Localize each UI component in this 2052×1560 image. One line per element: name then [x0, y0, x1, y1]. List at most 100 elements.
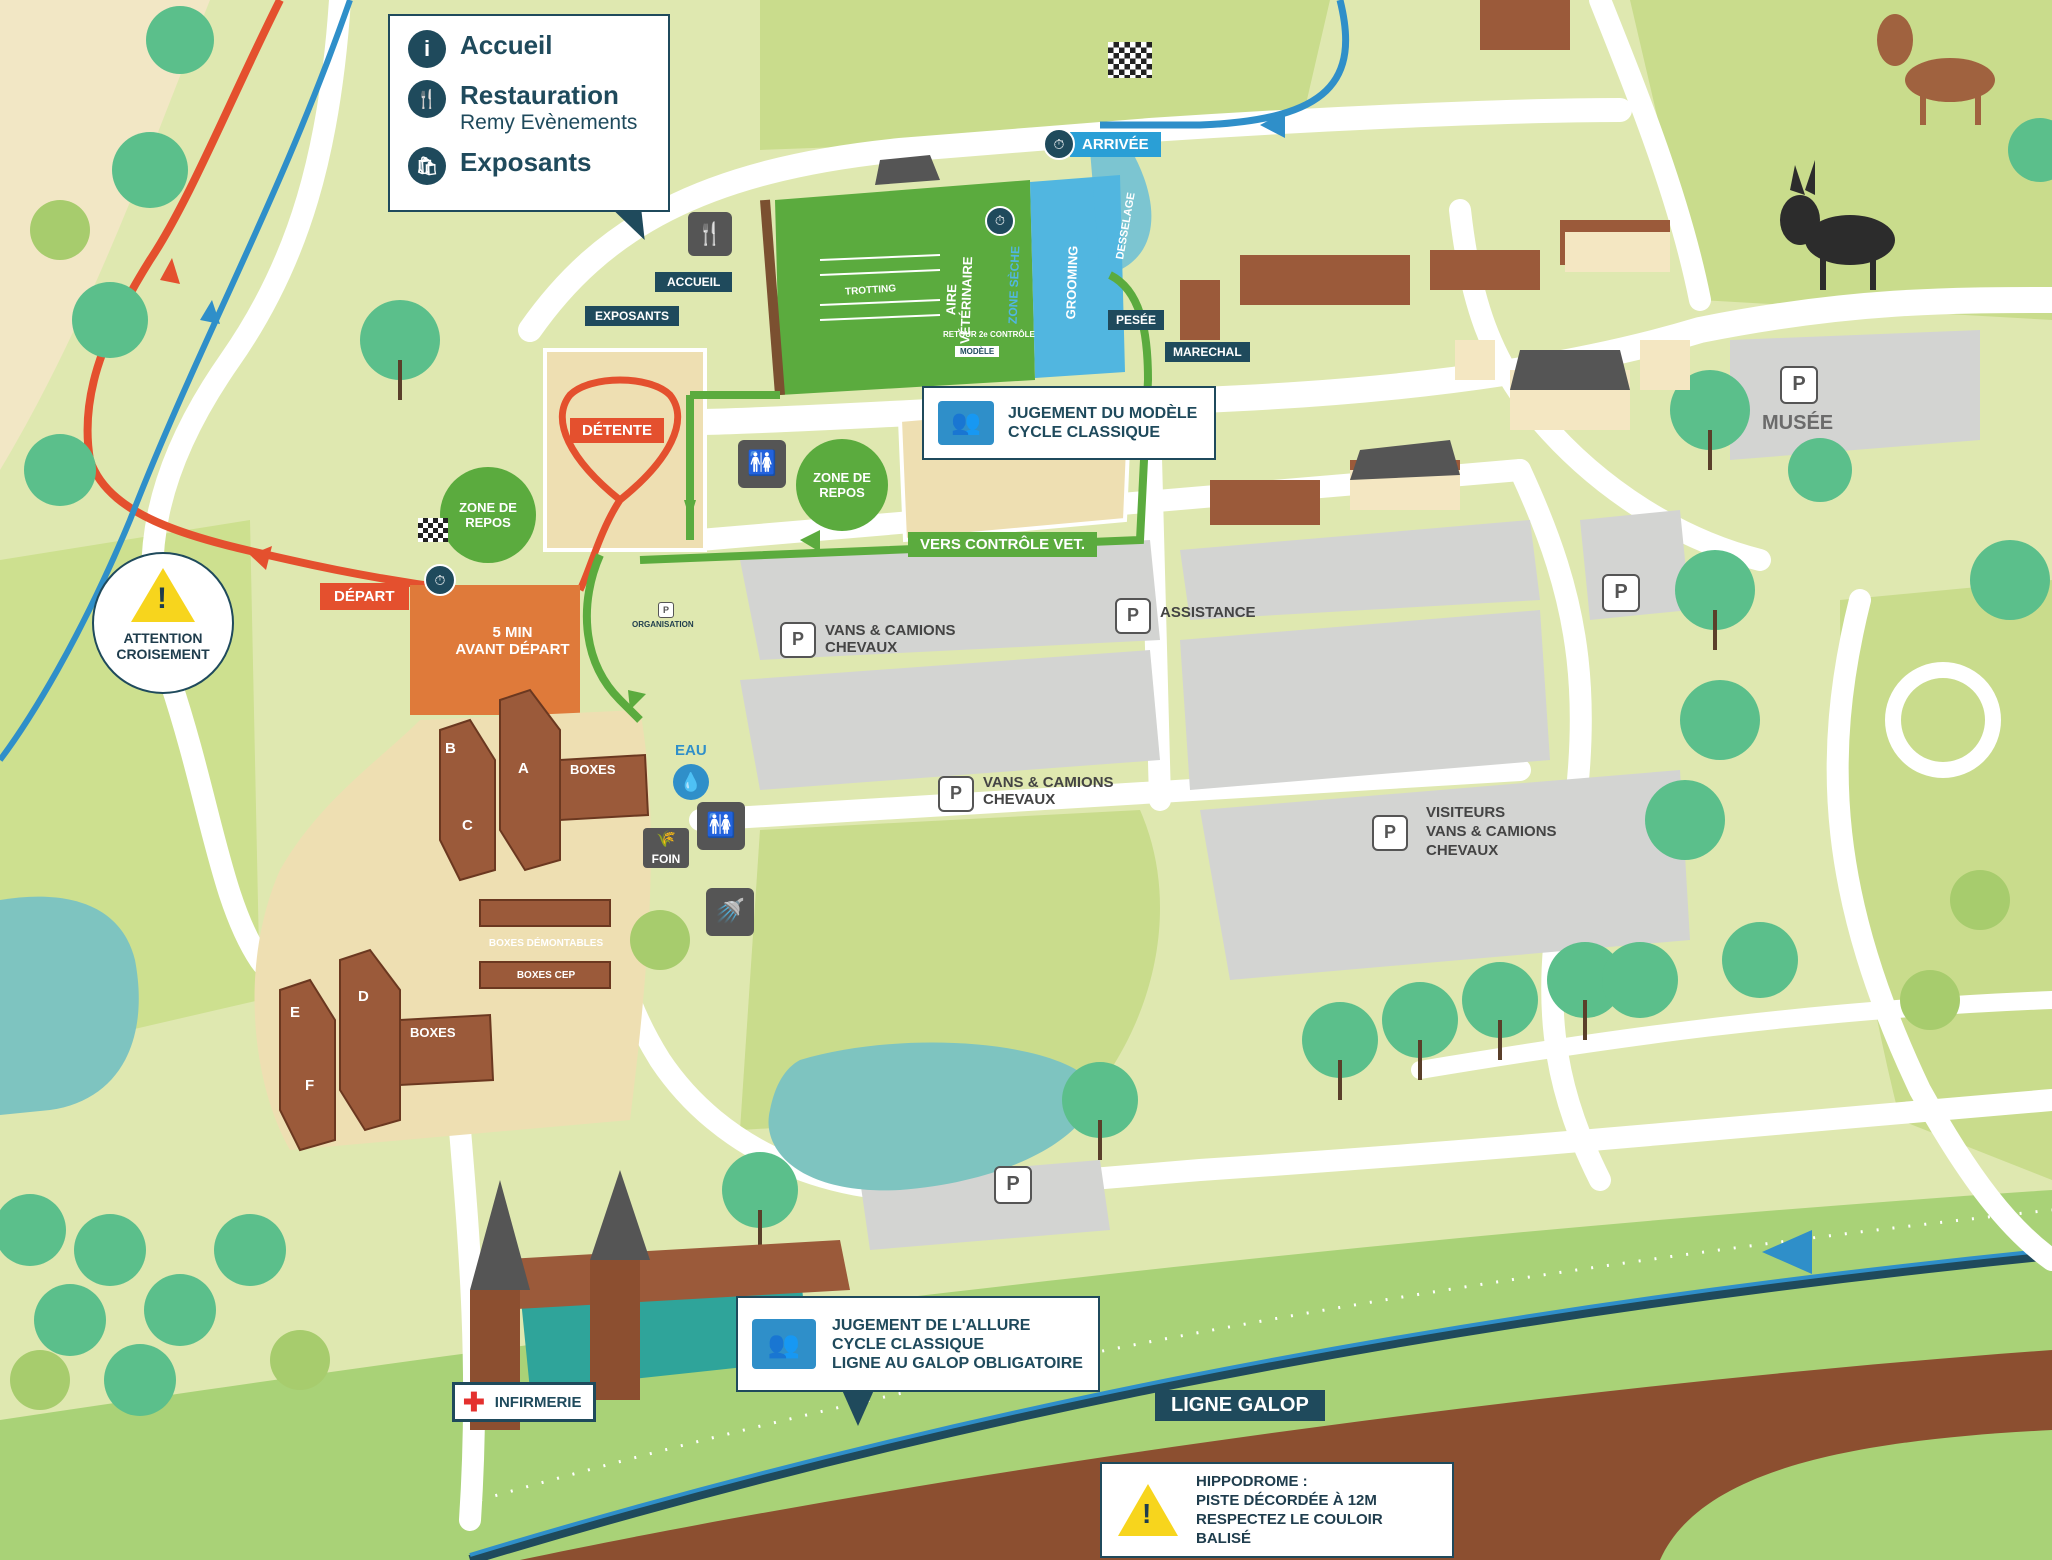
assistance-label[interactable]: ASSISTANCE — [1160, 604, 1256, 621]
stopwatch-vet-icon: ⏱ — [985, 206, 1015, 236]
parking-assistance-icon: P — [1115, 598, 1151, 634]
vers-controle-label[interactable]: VERS CONTRÔLE VET. — [908, 532, 1098, 557]
box-c-label: C — [462, 817, 473, 834]
warning-icon: ! — [131, 568, 195, 622]
vet-area — [775, 180, 1035, 395]
stables — [279, 688, 650, 1152]
parking-musee-icon: P — [1780, 366, 1818, 404]
paddock-top — [760, 0, 1330, 150]
left-sand-strip — [0, 0, 210, 470]
stopwatch-depart-icon: ⏱ — [424, 564, 456, 596]
marechal-label[interactable]: MARECHAL — [1165, 342, 1250, 362]
judges-icon-2: 👥 — [752, 1319, 816, 1369]
horse-icon — [1877, 14, 1995, 125]
exposants-label[interactable]: EXPOSANTS — [585, 306, 680, 326]
modele-label: MODÈLE — [955, 346, 1000, 357]
green-arrow-1 — [800, 530, 820, 552]
restaurant-icon: 🍴 — [688, 212, 732, 256]
grooming-label: GROOMING — [1063, 245, 1081, 320]
toilets-icon-2: 🚻 — [697, 802, 745, 850]
trees — [0, 6, 2052, 1416]
foin-label: FOIN — [651, 852, 681, 866]
musee-label[interactable]: MUSÉE — [1762, 412, 1834, 434]
depart-label[interactable]: DÉPART — [320, 583, 409, 610]
parking-vans2-icon: P — [938, 776, 974, 812]
box-b-label: B — [445, 740, 456, 757]
shopping-bag-icon: 🛍 — [408, 147, 446, 185]
galop-line-highlight — [469, 1248, 2052, 1557]
boxes-d-label[interactable]: BOXES — [410, 1025, 456, 1040]
legend-item-accueil[interactable]: i Accueil — [408, 30, 650, 68]
judges-icon: 👥 — [938, 401, 994, 445]
five-min-zone — [410, 585, 580, 715]
zone-repos-1-circle — [440, 467, 536, 563]
jugement-allure-pointer — [842, 1390, 874, 1426]
green-route — [582, 271, 1153, 723]
zone-repos-2-circle — [796, 439, 888, 531]
buildings — [875, 0, 1690, 525]
water-drop-icon: 💧 — [673, 764, 709, 800]
foin-box[interactable]: 🌾 FOIN — [643, 828, 689, 868]
toilets-icon-1: 🚻 — [738, 440, 786, 488]
warning-icon-2: ! — [1118, 1484, 1178, 1536]
shower-icon: 🚿 — [706, 888, 754, 936]
parking-vans1-icon: P — [780, 622, 816, 658]
blue-arrow-1 — [200, 300, 220, 324]
detente-loop — [558, 376, 682, 592]
organisation-label[interactable]: ORGANISATION — [632, 620, 694, 629]
retour-controle-label: RETOUR 2e CONTRÔLE — [943, 330, 1035, 339]
red-cross-icon: ✚ — [463, 1387, 485, 1417]
zone-seche-label: ZONE SÈCHE — [1005, 245, 1023, 325]
pond-left — [0, 896, 139, 1115]
arrivee-label[interactable]: ARRIVÉE — [1070, 132, 1161, 157]
blue-route-top — [1100, 0, 1350, 129]
eau-label[interactable]: EAU — [675, 742, 707, 759]
desselage-area — [1090, 148, 1152, 272]
racetrack-inner-grass — [1660, 1430, 2052, 1560]
parking-right-icon: P — [1602, 574, 1640, 612]
red-arrow-2 — [250, 546, 272, 570]
green-arrow-2 — [684, 500, 696, 520]
box-e-label: E — [290, 1004, 301, 1021]
hay-icon: 🌾 — [656, 831, 676, 848]
trotting-stripes — [819, 254, 941, 321]
boxes-a-label[interactable]: BOXES — [570, 762, 616, 777]
accueil-label[interactable]: ACCUEIL — [655, 272, 733, 292]
boxes-cep-label[interactable]: BOXES CEP — [516, 970, 576, 981]
racetrack-dirt — [520, 1350, 2052, 1560]
parking-visiteurs-icon: P — [1372, 815, 1408, 851]
galop-arrow-icon — [1762, 1230, 1812, 1274]
stopwatch-arrivee-icon: ⏱ — [1043, 128, 1075, 160]
infirmerie-label[interactable]: ✚ INFIRMERIE — [452, 1382, 597, 1422]
blue-arrow-top — [1260, 112, 1285, 138]
box-a-label: A — [518, 760, 529, 777]
galop-line — [468, 1250, 2052, 1560]
boxes-demontables-label[interactable]: BOXES DÉMONTABLES — [488, 938, 604, 949]
legend-item-exposants[interactable]: 🛍 Exposants — [408, 147, 650, 185]
parking-organisation-icon: P — [658, 602, 674, 618]
blue-route-left — [0, 0, 353, 762]
parking-pond-icon: P — [994, 1166, 1032, 1204]
vet-area-hedge — [760, 199, 785, 396]
box-f-label: F — [305, 1077, 315, 1094]
fork-knife-icon: 🍴 — [408, 80, 446, 118]
donkey-icon — [1780, 160, 1895, 290]
checkered-flag-arrivee-icon — [1108, 42, 1152, 78]
checkered-flag-depart-icon — [418, 518, 448, 542]
pesee-label[interactable]: PESÉE — [1108, 310, 1165, 330]
box-d-label: D — [358, 988, 369, 1005]
ligne-galop-label[interactable]: LIGNE GALOP — [1155, 1390, 1325, 1421]
detente-label[interactable]: DÉTENTE — [570, 418, 665, 443]
